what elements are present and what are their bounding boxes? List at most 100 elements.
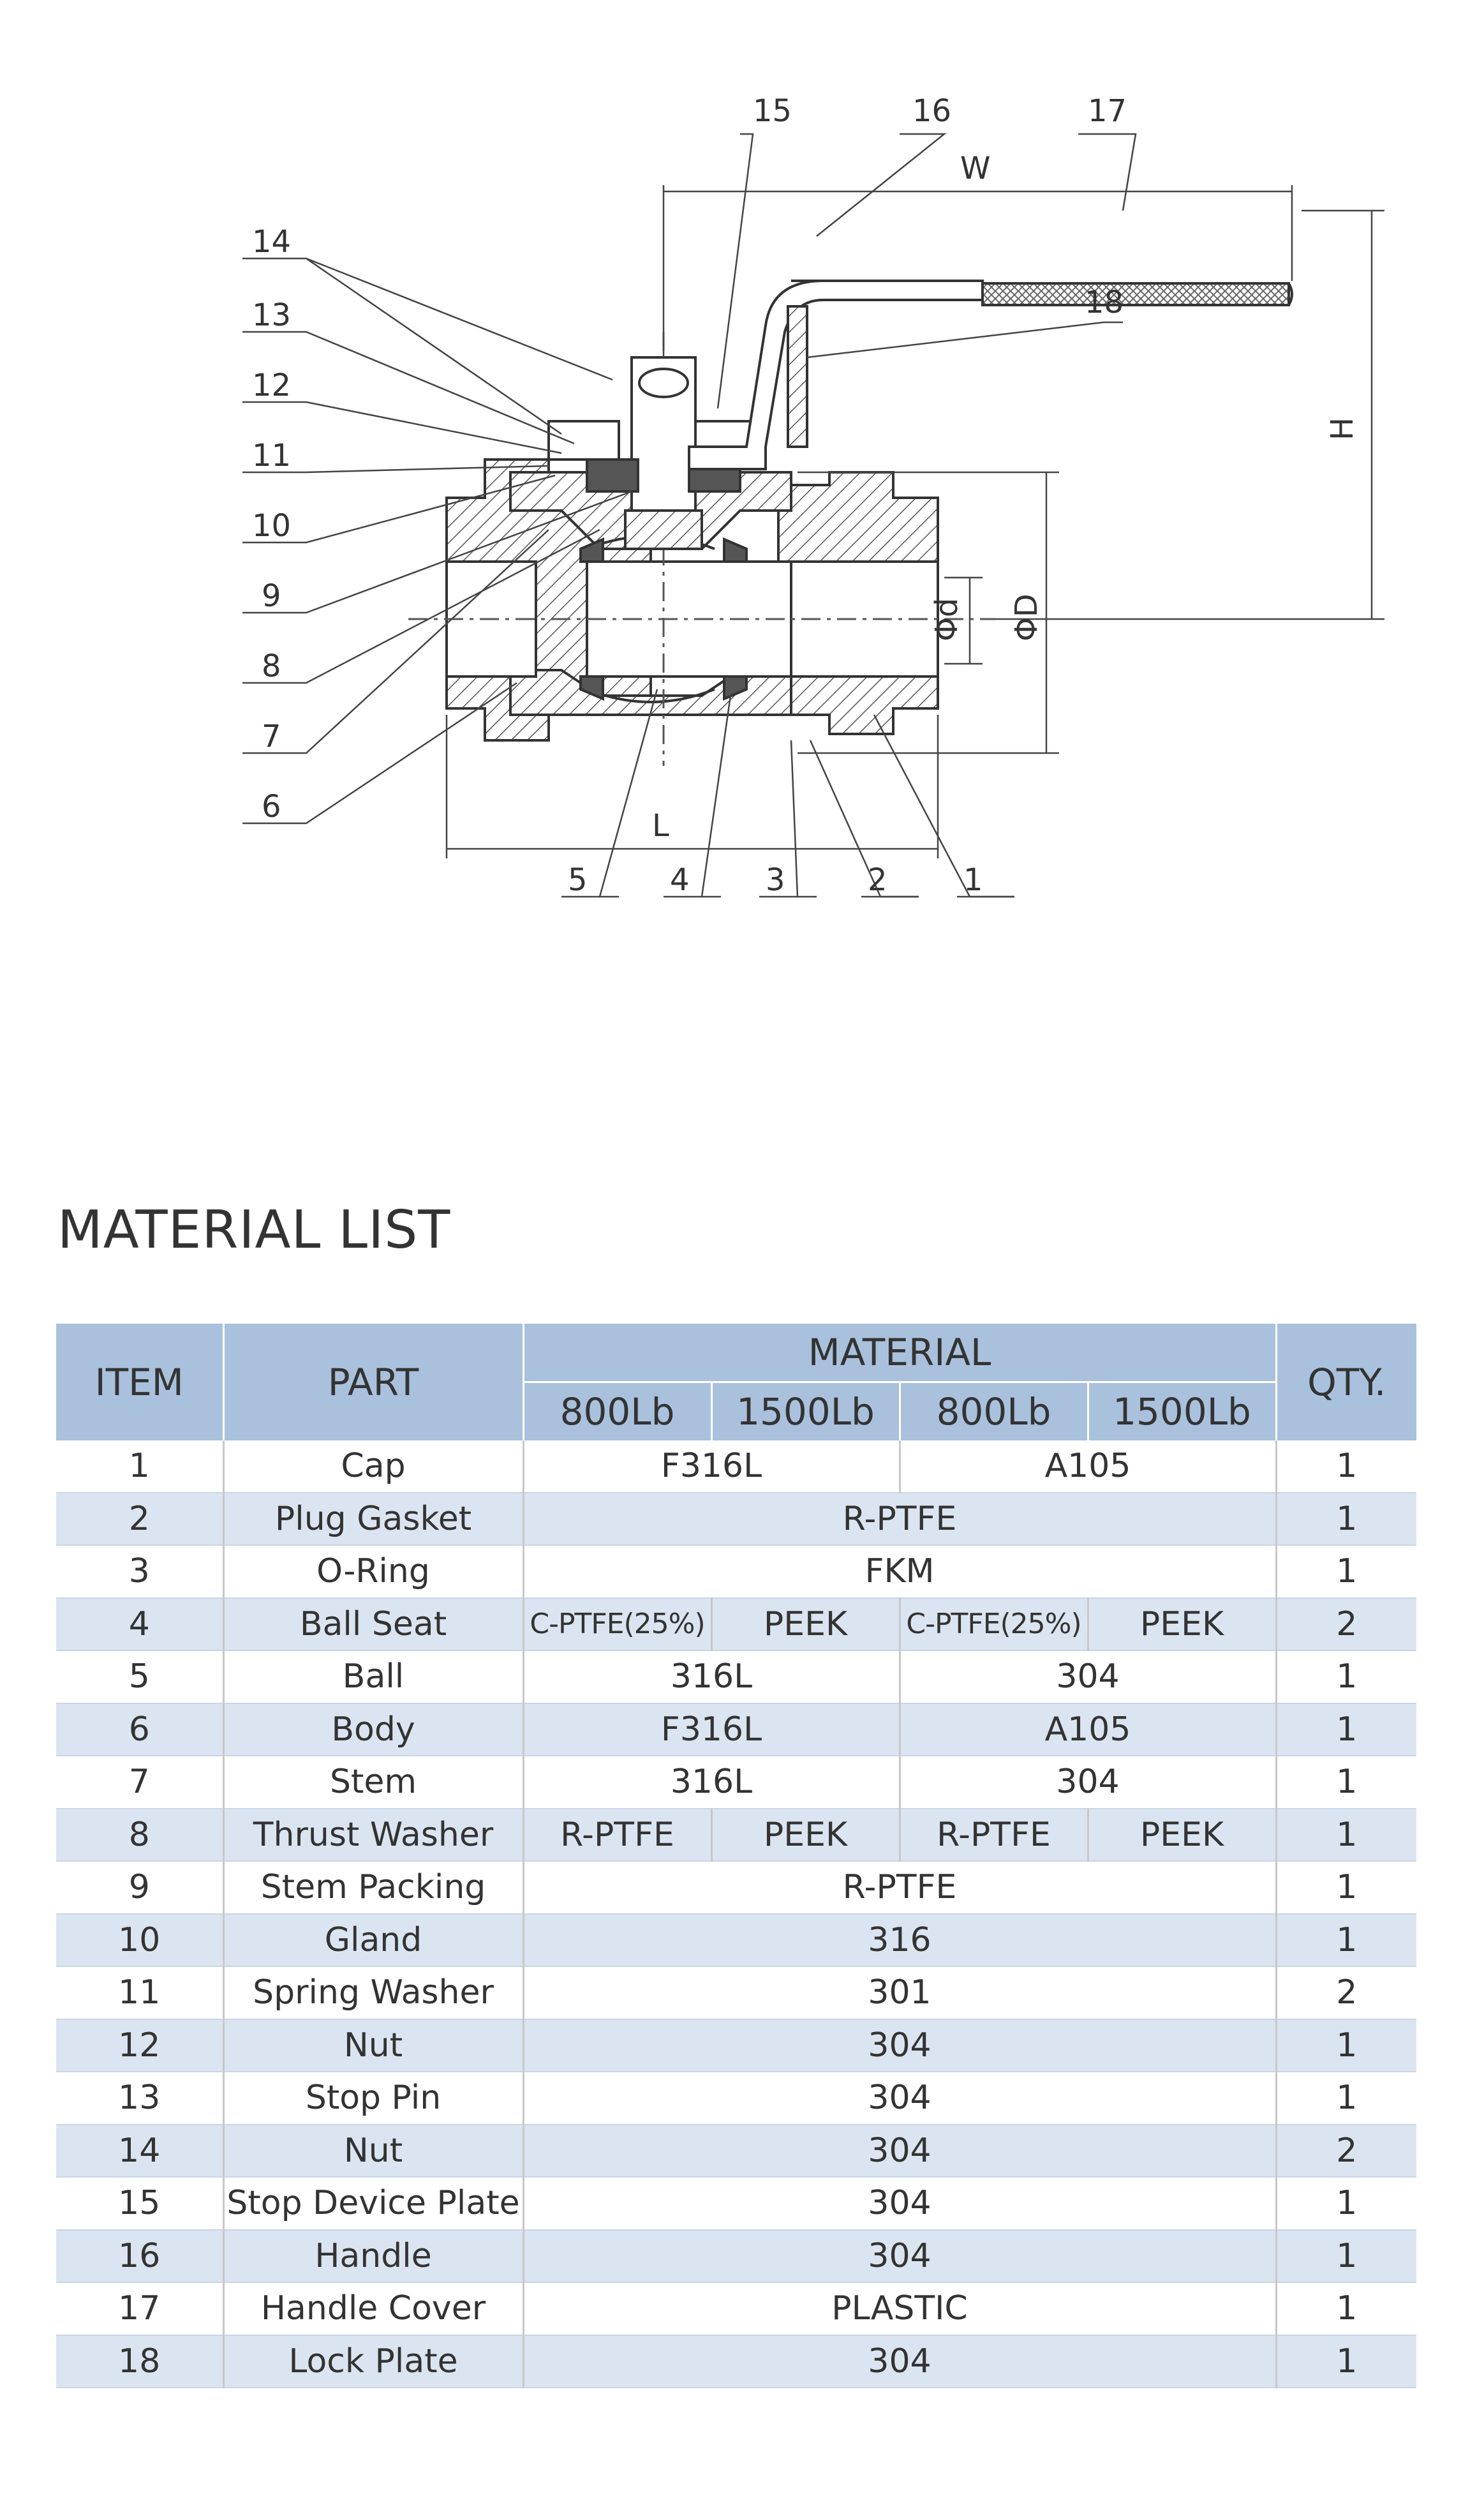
header-part: PART <box>222 1324 523 1440</box>
qty-cell: 1 <box>1275 2019 1416 2072</box>
qty-cell: 2 <box>1275 2124 1416 2178</box>
qty-cell: 1 <box>1275 1650 1416 1704</box>
part-cell: Cap <box>222 1440 523 1493</box>
material-cell: 304 <box>898 1650 1276 1704</box>
material-cell: PEEK <box>710 1808 900 1862</box>
callout-17: 17 <box>1088 93 1127 129</box>
part-cell: Gland <box>222 1913 523 1967</box>
material-cell: R-PTFE <box>522 1861 1276 1915</box>
item-cell: 12 <box>56 2019 223 2072</box>
item-cell: 7 <box>56 1756 223 1809</box>
callout-13: 13 <box>252 297 291 333</box>
material-table: ITEM PART MATERIAL QTY. 800Lb 1500Lb 800… <box>56 1324 1416 2388</box>
callout-5: 5 <box>568 862 588 898</box>
part-cell: Stop Pin <box>222 2072 523 2125</box>
dimension-bore-label: Φd <box>929 598 965 641</box>
callout-11: 11 <box>252 438 291 474</box>
callout-4: 4 <box>670 862 690 898</box>
material-cell: F316L <box>522 1440 900 1493</box>
header-material: MATERIAL <box>522 1324 1276 1382</box>
part-cell: Ball <box>222 1650 523 1704</box>
item-cell: 2 <box>56 1492 223 1546</box>
qty-cell: 1 <box>1275 1808 1416 1862</box>
callout-3: 3 <box>766 862 785 898</box>
part-cell: Handle Cover <box>222 2282 523 2336</box>
handle <box>688 280 1293 470</box>
material-cell: 316L <box>522 1650 900 1704</box>
dimension-outer-diameter-label: ΦD <box>1009 594 1044 641</box>
callout-2: 2 <box>868 862 887 898</box>
qty-cell: 1 <box>1275 1703 1416 1756</box>
item-cell: 10 <box>56 1913 223 1967</box>
callout-12: 12 <box>252 368 291 403</box>
material-cell: PLASTIC <box>522 2282 1276 2336</box>
callout-16: 16 <box>912 93 951 129</box>
qty-cell: 1 <box>1275 1913 1416 1967</box>
header-class-1500lb: 1500Lb <box>710 1381 900 1440</box>
section-title: MATERIAL LIST <box>57 1200 451 1260</box>
material-cell: C-PTFE(25%) <box>522 1597 711 1651</box>
qty-cell: 1 <box>1275 1861 1416 1915</box>
callout-10: 10 <box>252 508 291 544</box>
header-class-800lb: 800Lb <box>522 1381 711 1440</box>
material-cell: 316 <box>522 1913 1276 1967</box>
dimension-h-label: H <box>1324 417 1360 440</box>
qty-cell: 1 <box>1275 2282 1416 2336</box>
item-cell: 13 <box>56 2072 223 2125</box>
callout-leaders <box>242 133 1137 898</box>
part-cell: Nut <box>222 2124 523 2178</box>
item-cell: 1 <box>56 1440 223 1493</box>
part-cell: Nut <box>222 2019 523 2072</box>
part-cell: Plug Gasket <box>222 1492 523 1546</box>
qty-cell: 1 <box>1275 1492 1416 1546</box>
callout-15: 15 <box>753 93 792 129</box>
qty-cell: 2 <box>1275 1966 1416 2020</box>
material-cell: PEEK <box>1087 1808 1276 1862</box>
material-cell: 304 <box>522 2229 1276 2283</box>
header-item: ITEM <box>56 1324 223 1440</box>
ball-valve-section-drawing: W H ΦD Φd L 15 16 17 18 14 13 12 11 10 9… <box>242 93 1384 898</box>
part-cell: Lock Plate <box>222 2335 523 2388</box>
item-cell: 16 <box>56 2229 223 2283</box>
material-cell: 304 <box>522 2072 1276 2125</box>
item-cell: 6 <box>56 1703 223 1756</box>
qty-cell: 1 <box>1275 1440 1416 1493</box>
ball-seats <box>579 537 748 701</box>
item-cell: 3 <box>56 1545 223 1599</box>
callout-7: 7 <box>262 719 281 754</box>
qty-cell: 1 <box>1275 2072 1416 2125</box>
material-cell: 304 <box>522 2335 1276 2388</box>
material-cell: 304 <box>522 2124 1276 2178</box>
material-cell: 304 <box>522 2019 1276 2072</box>
callout-8: 8 <box>262 648 281 684</box>
material-cell: C-PTFE(25%) <box>898 1597 1088 1651</box>
header-qty: QTY. <box>1275 1324 1416 1440</box>
callout-9: 9 <box>262 578 281 614</box>
dimension-w-label: W <box>960 151 990 186</box>
item-cell: 15 <box>56 2177 223 2231</box>
qty-cell: 1 <box>1275 1545 1416 1599</box>
callout-18: 18 <box>1085 285 1124 320</box>
item-cell: 11 <box>56 1966 223 2020</box>
qty-cell: 1 <box>1275 1756 1416 1809</box>
item-cell: 4 <box>56 1597 223 1651</box>
material-cell: A105 <box>898 1440 1276 1493</box>
part-cell: Stem <box>222 1756 523 1809</box>
